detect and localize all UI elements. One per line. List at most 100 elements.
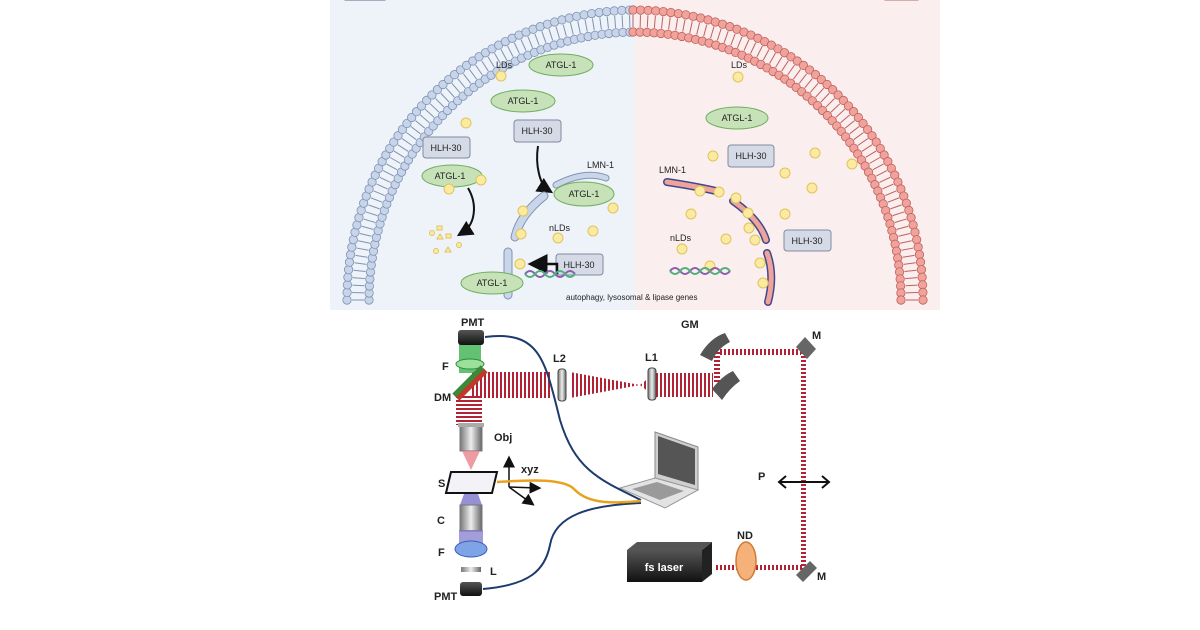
lipid-tail bbox=[901, 247, 914, 251]
lipid-tail bbox=[494, 52, 501, 64]
lipid-tail bbox=[887, 197, 900, 203]
lipid-tail bbox=[606, 16, 609, 29]
damaged-lamina-fill bbox=[730, 198, 769, 243]
sample-stage bbox=[444, 471, 499, 494]
lipid-head bbox=[389, 137, 399, 147]
lipid-head bbox=[848, 107, 859, 117]
degradation-arrow bbox=[456, 187, 475, 237]
lipid-droplet bbox=[495, 70, 507, 82]
lipid-tail bbox=[469, 69, 477, 80]
focus-cone bbox=[462, 451, 480, 470]
atgl-1-label: ATGL-1 bbox=[569, 189, 600, 199]
lipid-tail bbox=[804, 78, 813, 89]
laser-beam-focus-l2 bbox=[570, 372, 640, 398]
lipid-tail bbox=[370, 197, 383, 203]
lipid-tail bbox=[769, 52, 776, 64]
lipid-head bbox=[673, 8, 683, 19]
lipid-tail bbox=[401, 138, 413, 146]
atgl-1-protein bbox=[490, 89, 556, 113]
hlh-30-box bbox=[513, 119, 562, 143]
lipid-tail bbox=[844, 120, 855, 129]
pmt-bottom-cable bbox=[482, 502, 642, 590]
lipid-head bbox=[385, 143, 395, 154]
lipid-head bbox=[651, 6, 661, 16]
lipid-head bbox=[918, 295, 928, 305]
lipid-tail bbox=[798, 73, 807, 84]
lipid-tail bbox=[892, 211, 905, 217]
lipid-tail bbox=[541, 31, 547, 43]
laser-beam-vertical bbox=[801, 350, 806, 571]
lipid-head bbox=[347, 242, 357, 252]
lipid-droplet bbox=[475, 174, 487, 186]
cell-membrane-left bbox=[342, 5, 642, 305]
lmn-1-label: LMN-1 bbox=[587, 160, 614, 170]
lipid-tail bbox=[793, 69, 801, 80]
lipid-head bbox=[912, 235, 922, 245]
atgl-1-protein bbox=[705, 106, 769, 130]
lipid-tail bbox=[872, 163, 884, 171]
lipid-tail bbox=[599, 17, 602, 30]
lipid-tail bbox=[890, 204, 902, 210]
label-lds-left: LDs bbox=[496, 60, 513, 70]
lipid-head bbox=[681, 10, 691, 20]
lipid-tail bbox=[445, 87, 455, 98]
lamina-lipid-droplets bbox=[694, 185, 769, 289]
dna-helix bbox=[524, 270, 576, 278]
lipid-head bbox=[602, 6, 612, 17]
lipid-head bbox=[688, 11, 698, 21]
label-l2: L2 bbox=[553, 353, 566, 365]
lipid-droplet bbox=[443, 183, 455, 195]
lipid-droplet bbox=[732, 71, 744, 83]
lipid-tail bbox=[463, 73, 472, 84]
lipid-head bbox=[918, 280, 928, 290]
lipid-tail bbox=[853, 132, 864, 140]
lipid-head bbox=[628, 5, 638, 15]
lipid-tail bbox=[355, 254, 368, 258]
lipid-head bbox=[853, 112, 863, 123]
cell-diagram-left-panel: LDs ATGL-1 ATGL-1 HLH-30 HLH-30 ATGL-1 L… bbox=[330, 0, 642, 310]
dna-helix bbox=[669, 267, 731, 275]
lipid-tail bbox=[410, 126, 421, 135]
lipid-droplet bbox=[517, 205, 529, 217]
lipid-head bbox=[572, 11, 582, 21]
lipid-head bbox=[449, 70, 460, 80]
atgl-1-protein bbox=[553, 181, 615, 207]
label-dm: DM bbox=[434, 392, 451, 404]
lens-l2 bbox=[557, 368, 567, 402]
pmt-bottom bbox=[460, 582, 482, 596]
label-pmt-bottom: PMT bbox=[434, 591, 458, 603]
lipid-tail bbox=[429, 103, 440, 113]
lipid-tail bbox=[730, 33, 736, 46]
lipid-head bbox=[594, 7, 604, 18]
lipid-tail bbox=[440, 92, 450, 103]
hlh-30-box bbox=[422, 136, 471, 159]
lipid-head bbox=[342, 295, 352, 305]
lipid-head bbox=[833, 90, 843, 100]
lipid-head bbox=[407, 112, 417, 123]
lipid-tail bbox=[352, 277, 365, 280]
lipid-tail bbox=[896, 225, 909, 230]
lipid-tail bbox=[865, 150, 877, 158]
lipid-head bbox=[474, 52, 484, 62]
lipid-tail bbox=[389, 157, 401, 164]
hlh-30-box bbox=[783, 229, 832, 252]
lipid-tail bbox=[569, 22, 574, 35]
lipid-head bbox=[427, 90, 437, 100]
label-xyz: xyz bbox=[521, 464, 539, 476]
label-l: L bbox=[490, 566, 497, 578]
lipid-tail bbox=[775, 56, 783, 68]
lipid-droplet bbox=[514, 258, 526, 270]
lipid-head bbox=[344, 257, 355, 267]
lipid-tail bbox=[352, 284, 365, 287]
lipid-head bbox=[822, 79, 832, 90]
lipid-tail bbox=[737, 36, 743, 48]
lipid-head bbox=[564, 13, 574, 23]
lipid-head bbox=[343, 272, 353, 282]
lipid-tail bbox=[415, 120, 426, 129]
lipid-tail bbox=[621, 15, 624, 28]
axis-x-arrow bbox=[508, 481, 542, 494]
atgl-1-label: ATGL-1 bbox=[435, 171, 466, 181]
lipid-head bbox=[609, 6, 619, 16]
label-nd: ND bbox=[737, 530, 753, 542]
